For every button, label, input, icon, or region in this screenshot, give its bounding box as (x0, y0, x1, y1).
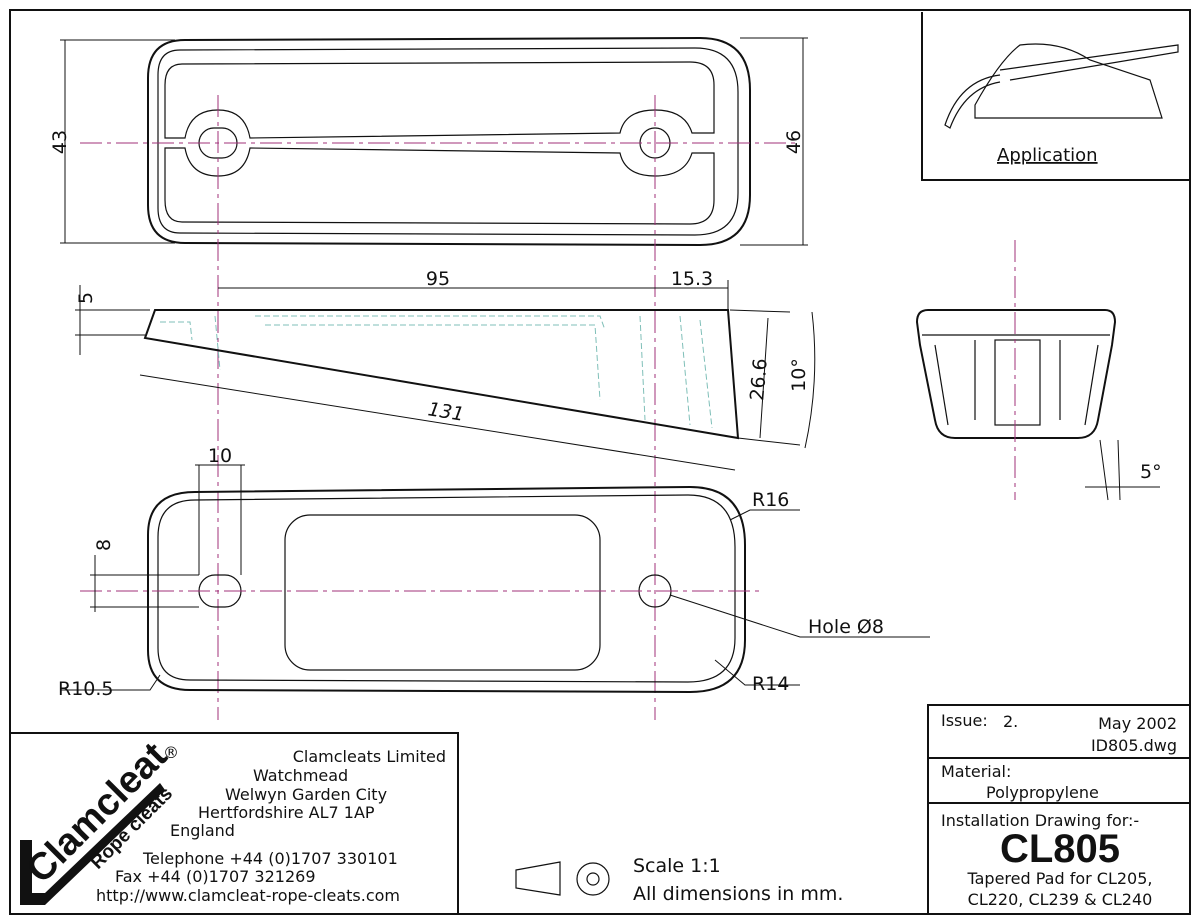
dim-radius-bottom-left: R10.5 (58, 678, 114, 700)
dim-taper-angle: 10° (788, 358, 810, 392)
company-name: Clamcleats Limited (293, 747, 446, 766)
dim-slot-width: 10 (208, 445, 232, 467)
circle-symbol-icon (576, 862, 610, 896)
dim-radius-bottom-right: R14 (752, 673, 789, 695)
material-label: Material: (941, 762, 1011, 781)
bottom-view: 10 8 R16 R10.5 R14 Hole Ø8 (58, 445, 930, 700)
company-block: Clamcleat Rope cleats ® Clamcleats Limit… (10, 732, 459, 914)
dim-hole-to-end: 15.3 (671, 268, 713, 290)
description-line-1: Tapered Pad for CL205, (966, 869, 1152, 888)
application-view: Application (921, 12, 1190, 181)
address-line-1: Watchmead (253, 766, 348, 785)
fax: Fax +44 (0)1707 321269 (115, 867, 316, 886)
drawing-border (9, 9, 1191, 915)
drawing-for-label: Installation Drawing for:- (941, 811, 1139, 830)
side-view: 5 95 15.3 26.6 10° 131 (75, 268, 816, 471)
dim-end-height: 26.6 (746, 357, 772, 401)
dim-width-left: 43 (49, 130, 71, 154)
taper-symbol-icon (515, 861, 561, 896)
application-label: Application (997, 145, 1098, 166)
dim-radius-top-right: R16 (752, 489, 789, 511)
dim-hole-spacing: 95 (426, 268, 450, 290)
website-link[interactable]: http://www.clamcleat-rope-cleats.com (96, 886, 400, 905)
dim-width-right: 46 (783, 130, 805, 154)
part-number: CL805 (1000, 827, 1120, 871)
scale-note: Scale 1:1 All dimensions in mm. (515, 855, 843, 905)
issue-date: May 2002 (1098, 714, 1177, 733)
issue-value: 2. (1003, 712, 1018, 731)
end-view: 5° (915, 240, 1162, 501)
top-view: 43 46 (49, 36, 808, 720)
logo-registered: ® (163, 743, 179, 762)
description-line-2: CL220, CL239 & CL240 (968, 890, 1153, 909)
material-value: Polypropylene (986, 783, 1099, 802)
dim-slot-length: 8 (93, 539, 115, 551)
address-line-4: England (170, 821, 235, 840)
telephone: Telephone +44 (0)1707 330101 (142, 849, 398, 868)
address-line-2: Welwyn Garden City (225, 785, 387, 804)
file-name: ID805.dwg (1091, 736, 1177, 755)
logo-mark (20, 783, 165, 905)
title-block: Issue: 2. May 2002 ID805.dwg Material: P… (927, 704, 1190, 914)
dim-thickness: 5 (75, 292, 97, 304)
scale: Scale 1:1 (633, 855, 721, 877)
dim-hole: Hole Ø8 (808, 616, 884, 638)
units-note: All dimensions in mm. (633, 883, 843, 905)
issue-label: Issue: (941, 711, 988, 730)
address-line-3: Hertfordshire AL7 1AP (198, 803, 375, 822)
dim-end-angle: 5° (1140, 461, 1162, 483)
